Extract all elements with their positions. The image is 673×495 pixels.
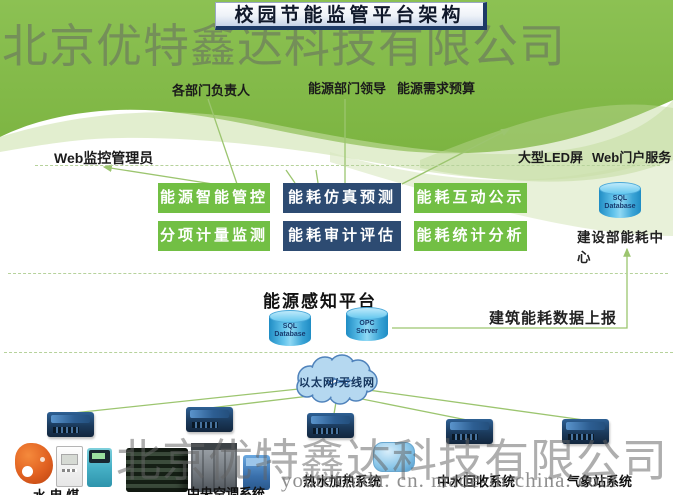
diagram-title: 校园节能监管平台架构 [215,2,487,30]
dashed-divider-top [35,165,660,166]
label-energy-demand-budget: 能源需求预算 [397,81,476,96]
opc-text-line2: Server [356,328,378,335]
electric-meter-image [56,446,83,487]
sql-db-text-line2: Database [604,203,636,210]
gateway-device-meters [47,412,94,437]
dashed-divider-bottom [4,352,673,353]
label-hot-water-system: 热水加热系统 [303,474,382,489]
label-web-portal: Web门户服务 [592,150,672,165]
ahu-cabinet-image [191,443,237,492]
module-energy-smart-control: 能源智能管控 [158,183,270,213]
dashed-divider-middle [8,273,668,274]
gateway-device-weather-station [562,419,609,444]
sql-db-text-line1: SQL [612,195,628,202]
gas-meter-image [87,448,112,487]
heading-energy-perception-platform: 能源感知平台 [263,292,377,311]
ethernet-wireless-cloud-icon [296,354,378,405]
current-transformer-image [15,443,53,484]
module-consumption-statistics-analysis: 能耗统计分析 [414,221,527,251]
pump-unit-image [243,455,270,490]
label-energy-dept-leader: 能源部门领导 [308,81,387,96]
chiller-unit-image [126,448,188,492]
opc-text-line1: OPC [359,320,375,327]
sql-db-text-line1: SQL [282,323,298,330]
gateway-device-hot-water [307,413,354,438]
module-consumption-interactive-publicity: 能耗互动公示 [414,183,527,213]
module-consumption-audit-evaluation: 能耗审计评估 [283,221,401,251]
module-consumption-simulation-forecast: 能耗仿真预测 [283,183,401,213]
label-web-monitor-admin: Web监控管理员 [54,150,154,166]
gateway-device-water-recycle [446,419,493,444]
label-water-recycle-system: 中水回收系统 [437,474,516,489]
gateway-device-hvac [186,407,233,432]
module-submetering-monitoring: 分项计量监测 [158,221,270,251]
label-building-energy-upload: 建筑能耗数据上报 [489,310,618,327]
label-ethernet-wireless: 以太网/无线网 [298,377,376,389]
sql-db-text-line2: Database [274,331,306,338]
label-led-screen: 大型LED屏 [518,150,584,165]
label-ministry-energy-center: 建设部能耗中心 [577,230,664,265]
label-department-heads: 各部门负责人 [172,83,251,98]
label-weather-station-system: 气象站系统 [567,474,633,489]
label-water-electric-gas: 水 电 煤 [33,485,79,495]
hot-water-tank-image [373,442,415,472]
label-central-hvac-system: 中央空调系统 [187,486,266,495]
